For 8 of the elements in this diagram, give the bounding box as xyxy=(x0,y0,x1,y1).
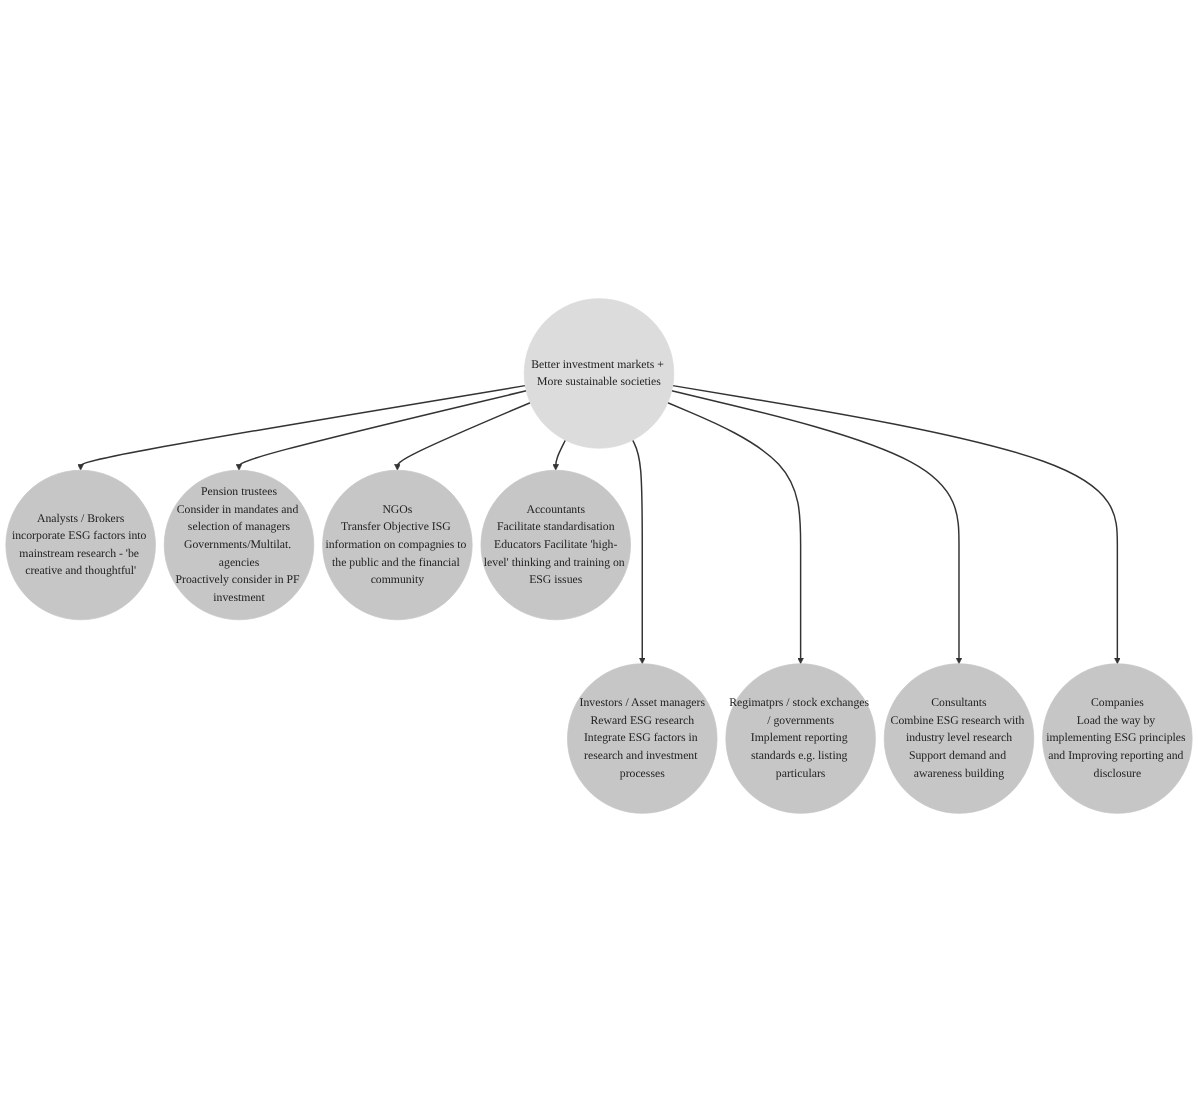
arrow xyxy=(394,402,531,471)
arrow xyxy=(672,384,1121,665)
arrow xyxy=(667,402,804,665)
arrow xyxy=(235,390,527,471)
arrow xyxy=(77,384,526,471)
arrow xyxy=(552,439,567,471)
arrow xyxy=(671,390,963,665)
arrow xyxy=(631,439,646,665)
